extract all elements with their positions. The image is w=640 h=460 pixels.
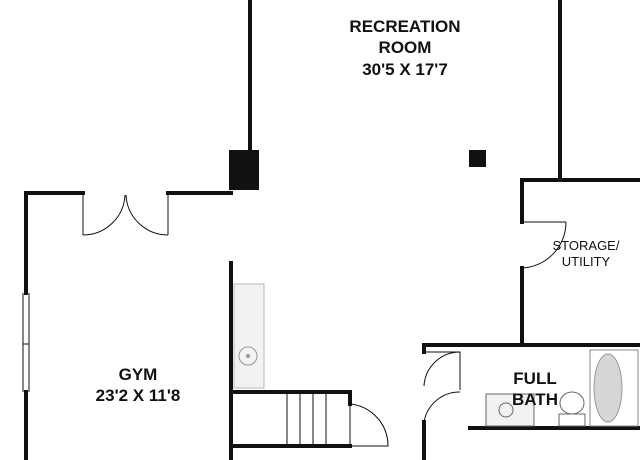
wet-bar-sink — [238, 346, 258, 366]
gym-door-right-swing — [125, 194, 169, 236]
bath-sink — [498, 402, 514, 418]
recreation-room-dimensions: 30'5 X 17'7 — [362, 59, 448, 79]
storage-utility-label: STORAGE/ UTILITY — [538, 238, 634, 271]
gym-window — [22, 293, 30, 392]
stair-treads — [286, 394, 327, 444]
storage-door-swing — [521, 221, 567, 269]
bath-name-line1: FULL — [513, 369, 557, 388]
bath-door-swing — [423, 351, 461, 423]
recreation-room-label: RECREATION ROOM 30'5 X 17'7 — [300, 16, 510, 80]
gym-label: GYM 23'2 X 11'8 — [48, 364, 228, 407]
stair-door-swing — [349, 403, 389, 447]
bathtub — [589, 349, 639, 427]
gym-door-left-swing — [82, 194, 126, 236]
column-large — [229, 150, 259, 190]
column-small — [469, 150, 486, 167]
bath-name-line2: BATH — [512, 390, 558, 410]
full-bath-label: FULL BATH — [490, 368, 580, 411]
toilet — [558, 391, 586, 427]
wet-bar-counter — [233, 283, 265, 389]
recreation-room-name-line2: ROOM — [378, 38, 432, 58]
gym-dimensions: 23'2 X 11'8 — [95, 386, 181, 406]
storage-name-line2: UTILITY — [561, 254, 611, 270]
gym-name: GYM — [118, 365, 158, 384]
storage-name-line1: STORAGE/ — [552, 238, 620, 253]
bath-vanity — [485, 393, 535, 427]
recreation-room-name-line1: RECREATION — [349, 17, 461, 36]
